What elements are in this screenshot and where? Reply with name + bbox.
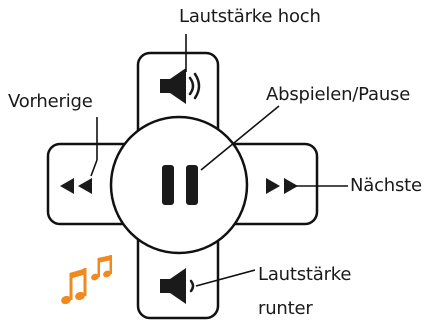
volume-down-label: Lautstärke runter [258, 258, 368, 325]
play-pause-button[interactable] [109, 115, 249, 255]
previous-button[interactable] [50, 146, 140, 222]
volume-up-button[interactable] [140, 55, 216, 145]
next-label: Nächste [350, 175, 422, 196]
volume-down-text: Lautstärke runter [258, 264, 352, 319]
volume-down-button[interactable] [140, 224, 216, 316]
next-button[interactable] [216, 146, 315, 222]
play-pause-label: Abspielen/Pause [266, 84, 411, 105]
volume-down-icon [160, 268, 195, 304]
volume-up-icon [160, 68, 201, 104]
previous-label: Vorherige [8, 91, 93, 112]
pause-icon [162, 165, 198, 205]
next-icon [266, 178, 298, 194]
callout-lines [90, 34, 348, 287]
volume-up-label: Lautstärke hoch [179, 6, 321, 27]
music-notes-icon [61, 255, 112, 305]
previous-icon [60, 178, 92, 194]
